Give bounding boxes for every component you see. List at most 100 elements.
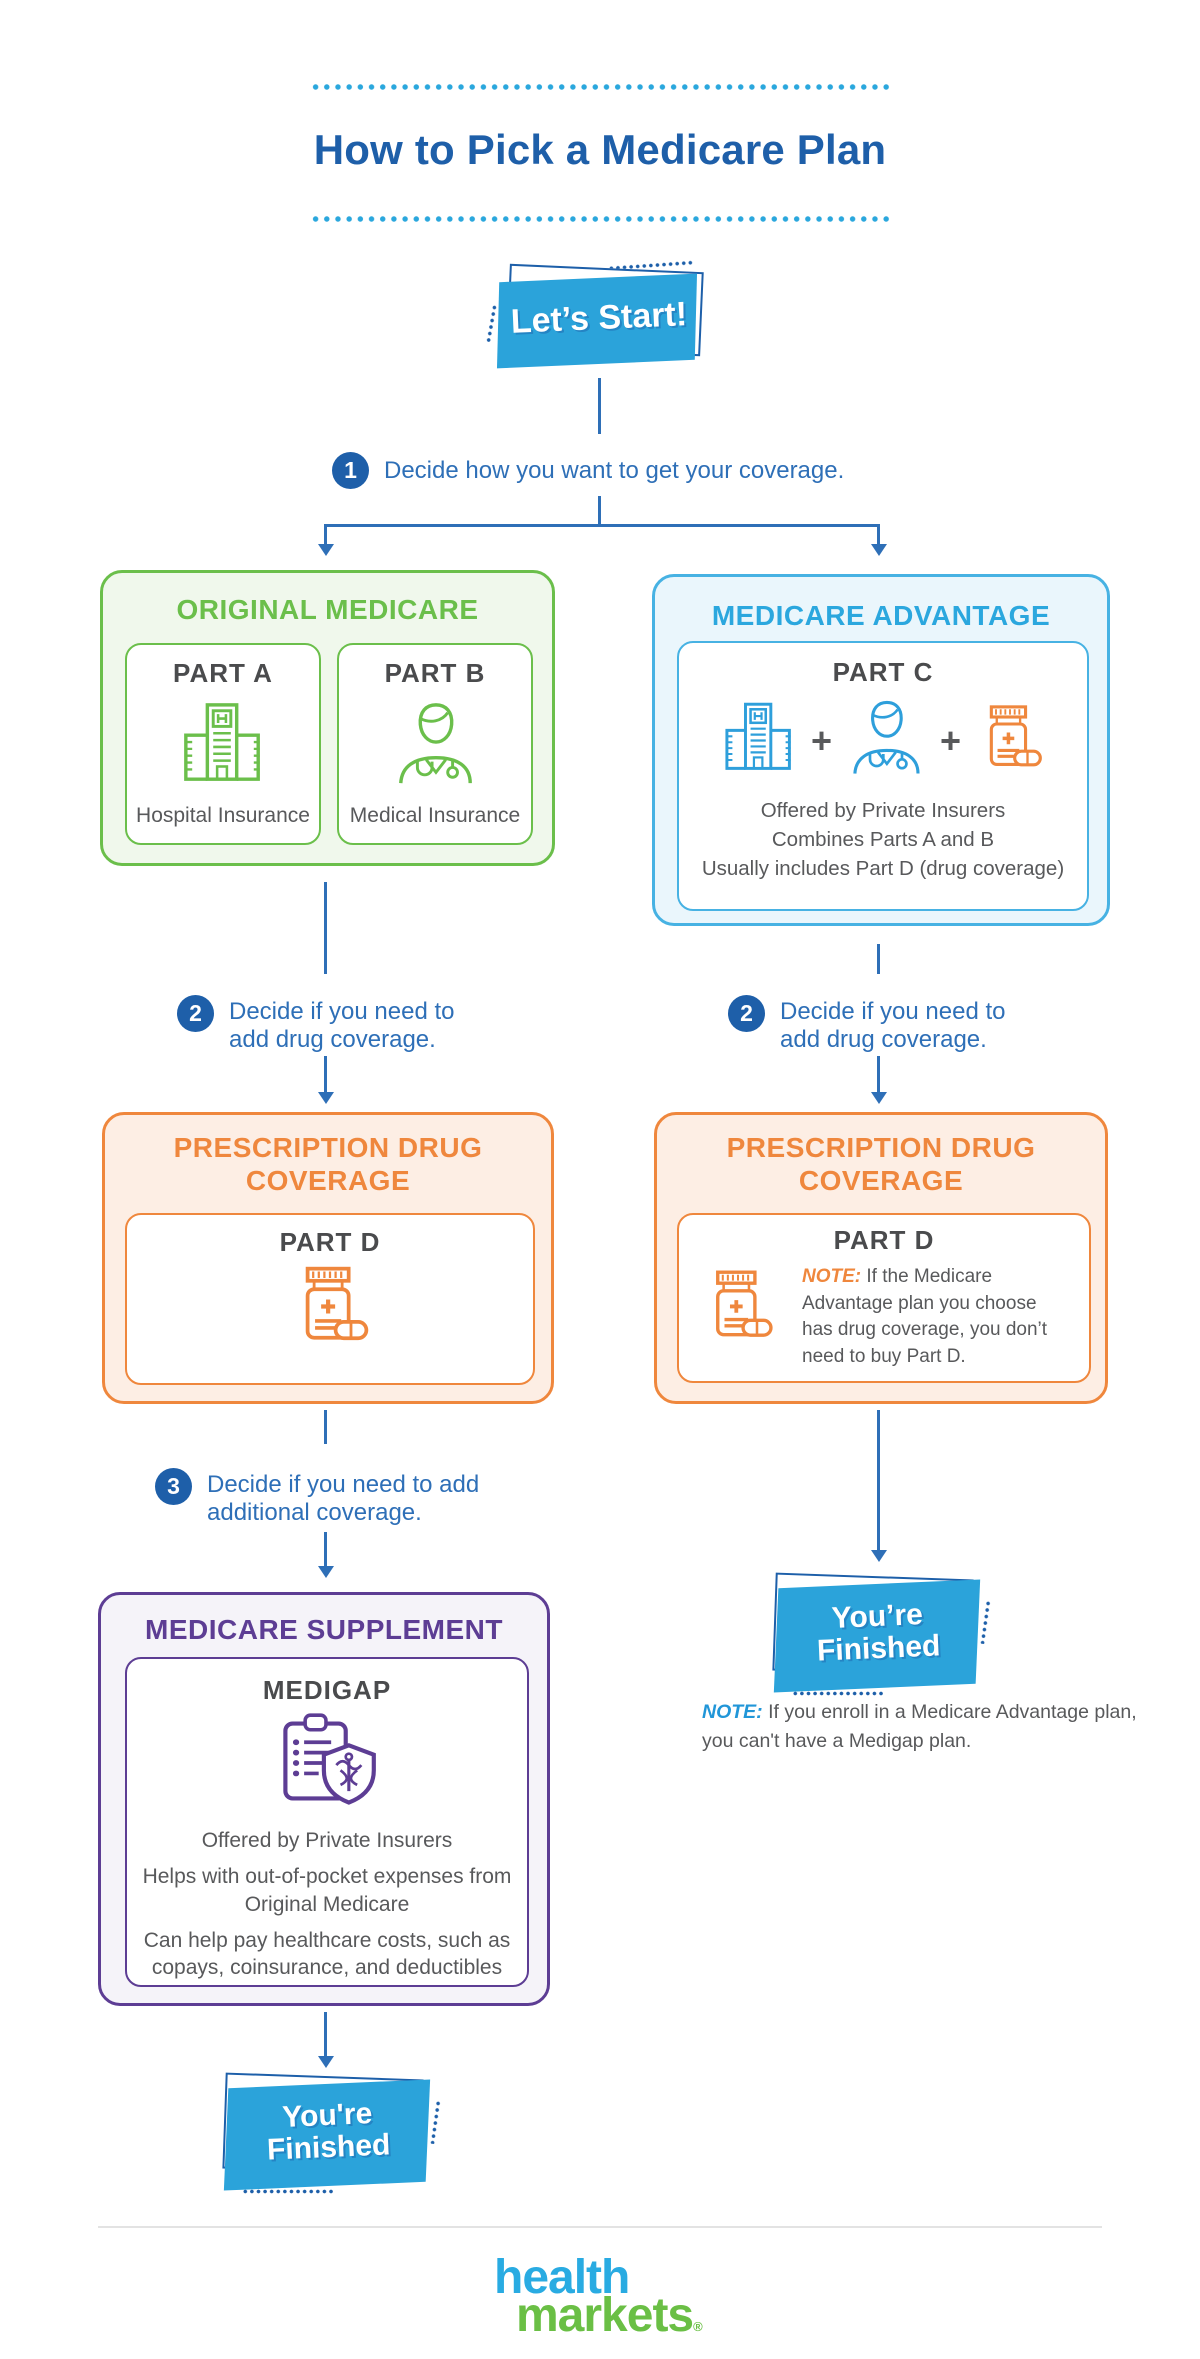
- plus-sign: +: [810, 719, 832, 761]
- pill-bottle-icon: [975, 703, 1045, 778]
- medicare-supplement-box: MEDICARE SUPPLEMENT MEDIGAP Offered by P…: [98, 1592, 550, 2006]
- step-2-number: 2: [728, 995, 765, 1032]
- logo-word-health: health: [494, 2251, 630, 2304]
- prescription-drug-coverage-box-right: PRESCRIPTION DRUG COVERAGE PART D: [654, 1112, 1108, 1404]
- note-label: NOTE:: [802, 1266, 862, 1287]
- pdc-left-title: PRESCRIPTION DRUG COVERAGE: [105, 1131, 551, 1197]
- logo-word-markets-text: markets: [516, 2289, 694, 2342]
- arrow-down-icon: [870, 1550, 887, 1562]
- step-2-text-line: Decide if you need to: [229, 998, 455, 1025]
- banner-text-line: You're: [281, 2096, 373, 2134]
- registered-mark: ®: [693, 2319, 703, 2334]
- healthmarkets-logo: health markets®: [494, 2254, 703, 2340]
- doctor-icon: [846, 698, 926, 783]
- part-a-caption: Hospital Insurance: [136, 804, 310, 827]
- prescription-drug-coverage-box-left: PRESCRIPTION DRUG COVERAGE PART D: [102, 1112, 554, 1404]
- connector-line: [877, 524, 880, 544]
- connector-line: [598, 496, 601, 526]
- part-a-card: PART A Hospital Insurance: [125, 643, 321, 845]
- part-d-note: NOTE: If the Medicare Advantage plan you…: [802, 1264, 1068, 1370]
- step-3-text: Decide if you need to add additional cov…: [207, 1468, 479, 1528]
- note-label: NOTE:: [702, 1701, 763, 1723]
- footer-divider: [98, 2226, 1102, 2228]
- connector-line: [877, 1410, 880, 1550]
- logo-word-markets: markets®: [516, 2292, 703, 2340]
- banner-dots-accent: [792, 1691, 884, 1696]
- pdc-left-title-line: COVERAGE: [245, 1165, 411, 1197]
- plus-sign: +: [940, 719, 962, 761]
- pdc-left-title-line: PRESCRIPTION DRUG: [173, 1132, 483, 1163]
- part-c-line: Usually includes Part D (drug coverage): [701, 857, 1065, 881]
- hospital-icon: [179, 700, 267, 793]
- step-2-text-line: Decide if you need to: [780, 998, 1006, 1025]
- step-2-right: 2 Decide if you need to add drug coverag…: [728, 995, 1005, 1055]
- hospital-icon: [721, 700, 797, 781]
- part-c-line: Offered by Private Insurers: [760, 799, 1006, 822]
- medigap-description: Offered by Private Insurers Helps with o…: [141, 1827, 513, 1981]
- pdc-right-title-line: COVERAGE: [798, 1165, 964, 1197]
- banner-dots-accent: [242, 2189, 334, 2194]
- pill-bottle-icon: [288, 1264, 372, 1353]
- medicare-supplement-title: MEDICARE SUPPLEMENT: [145, 1614, 503, 1645]
- medigap-line: Can help pay healthcare costs, such as c…: [143, 1928, 511, 1980]
- part-b-card: PART B Medical Insurance: [337, 643, 533, 845]
- part-b-caption: Medical Insurance: [349, 804, 521, 827]
- note-text: If you enroll in a Medicare Advantage pl…: [702, 1701, 1137, 1753]
- part-d-card-right: PART D NOTE: If the Medicare Advantage p…: [677, 1213, 1091, 1383]
- connector-line: [324, 1056, 327, 1092]
- step-2-left: 2 Decide if you need to add drug coverag…: [177, 995, 454, 1055]
- arrow-down-icon: [317, 544, 334, 556]
- pdc-right-title-line: PRESCRIPTION DRUG: [726, 1132, 1036, 1163]
- youre-finished-label: You're Finished: [220, 2071, 437, 2192]
- part-d-note-row: NOTE: If the Medicare Advantage plan you…: [700, 1264, 1068, 1370]
- medigap-title: MEDIGAP: [262, 1675, 392, 1705]
- youre-finished-banner-left: You're Finished: [222, 2072, 442, 2194]
- part-a-title: PART A: [173, 658, 273, 688]
- step-1-number: 1: [332, 452, 369, 489]
- page-title: How to Pick a Medicare Plan: [313, 126, 887, 173]
- connector-line: [324, 2012, 327, 2056]
- arrow-down-icon: [870, 544, 887, 556]
- part-d-card-left: PART D: [125, 1213, 535, 1385]
- original-medicare-box: ORIGINAL MEDICARE PART A Hospital Insura…: [100, 570, 555, 866]
- banner-text-line: Finished: [816, 1629, 942, 1668]
- step-3: 3 Decide if you need to add additional c…: [155, 1468, 479, 1528]
- step-2-text-line: add drug coverage.: [229, 1026, 436, 1054]
- banner-text-line: Finished: [266, 2128, 392, 2167]
- arrow-down-icon: [317, 2056, 334, 2068]
- pdc-right-title: PRESCRIPTION DRUG COVERAGE: [657, 1131, 1105, 1197]
- youre-finished-banner-right: You’re Finished: [772, 1572, 992, 1696]
- medigap-shield-icon: [275, 1710, 379, 1819]
- part-c-icon-row: + +: [721, 698, 1045, 783]
- medicare-advantage-box: MEDICARE ADVANTAGE PART C +: [652, 574, 1110, 926]
- connector-line: [877, 1056, 880, 1092]
- arrow-down-icon: [870, 1092, 887, 1104]
- medigap-line: Offered by Private Insurers: [201, 1829, 453, 1852]
- step-1-text: Decide how you want to get your coverage…: [384, 457, 845, 484]
- medigap-card: MEDIGAP Offered by Private Insurers Help…: [125, 1657, 529, 1987]
- connector-line: [324, 524, 327, 544]
- arrow-down-icon: [317, 1092, 334, 1104]
- original-medicare-title: ORIGINAL MEDICARE: [176, 594, 479, 625]
- youre-finished-label: You’re Finished: [770, 1571, 987, 1694]
- pill-bottle-icon: [700, 1268, 776, 1349]
- medigap-restriction-note: NOTE: If you enroll in a Medicare Advant…: [702, 1698, 1148, 1757]
- step-2-text-line: add drug coverage.: [780, 1026, 987, 1054]
- part-c-card: PART C +: [677, 641, 1089, 911]
- step-2-text: Decide if you need to add drug coverage.: [229, 995, 454, 1055]
- connector-line: [324, 1410, 327, 1444]
- medicare-advantage-title: MEDICARE ADVANTAGE: [711, 600, 1051, 631]
- connector-line: [324, 1532, 327, 1566]
- lets-start-banner: Let’s Start!: [485, 260, 706, 369]
- part-c-line: Combines Parts A and B: [771, 828, 995, 852]
- doctor-icon: [391, 700, 479, 793]
- part-c-description: Offered by Private Insurers Combines Par…: [702, 796, 1064, 883]
- arrow-down-icon: [317, 1566, 334, 1578]
- step-1: 1 Decide how you want to get your covera…: [332, 452, 844, 489]
- step-3-text-line: Decide if you need to add: [207, 1471, 480, 1498]
- lets-start-label: Let’s Start!: [510, 294, 688, 341]
- step-3-text-line: additional coverage.: [207, 1499, 422, 1527]
- step-3-number: 3: [155, 1468, 192, 1505]
- header-dotted-line-top: [310, 84, 890, 90]
